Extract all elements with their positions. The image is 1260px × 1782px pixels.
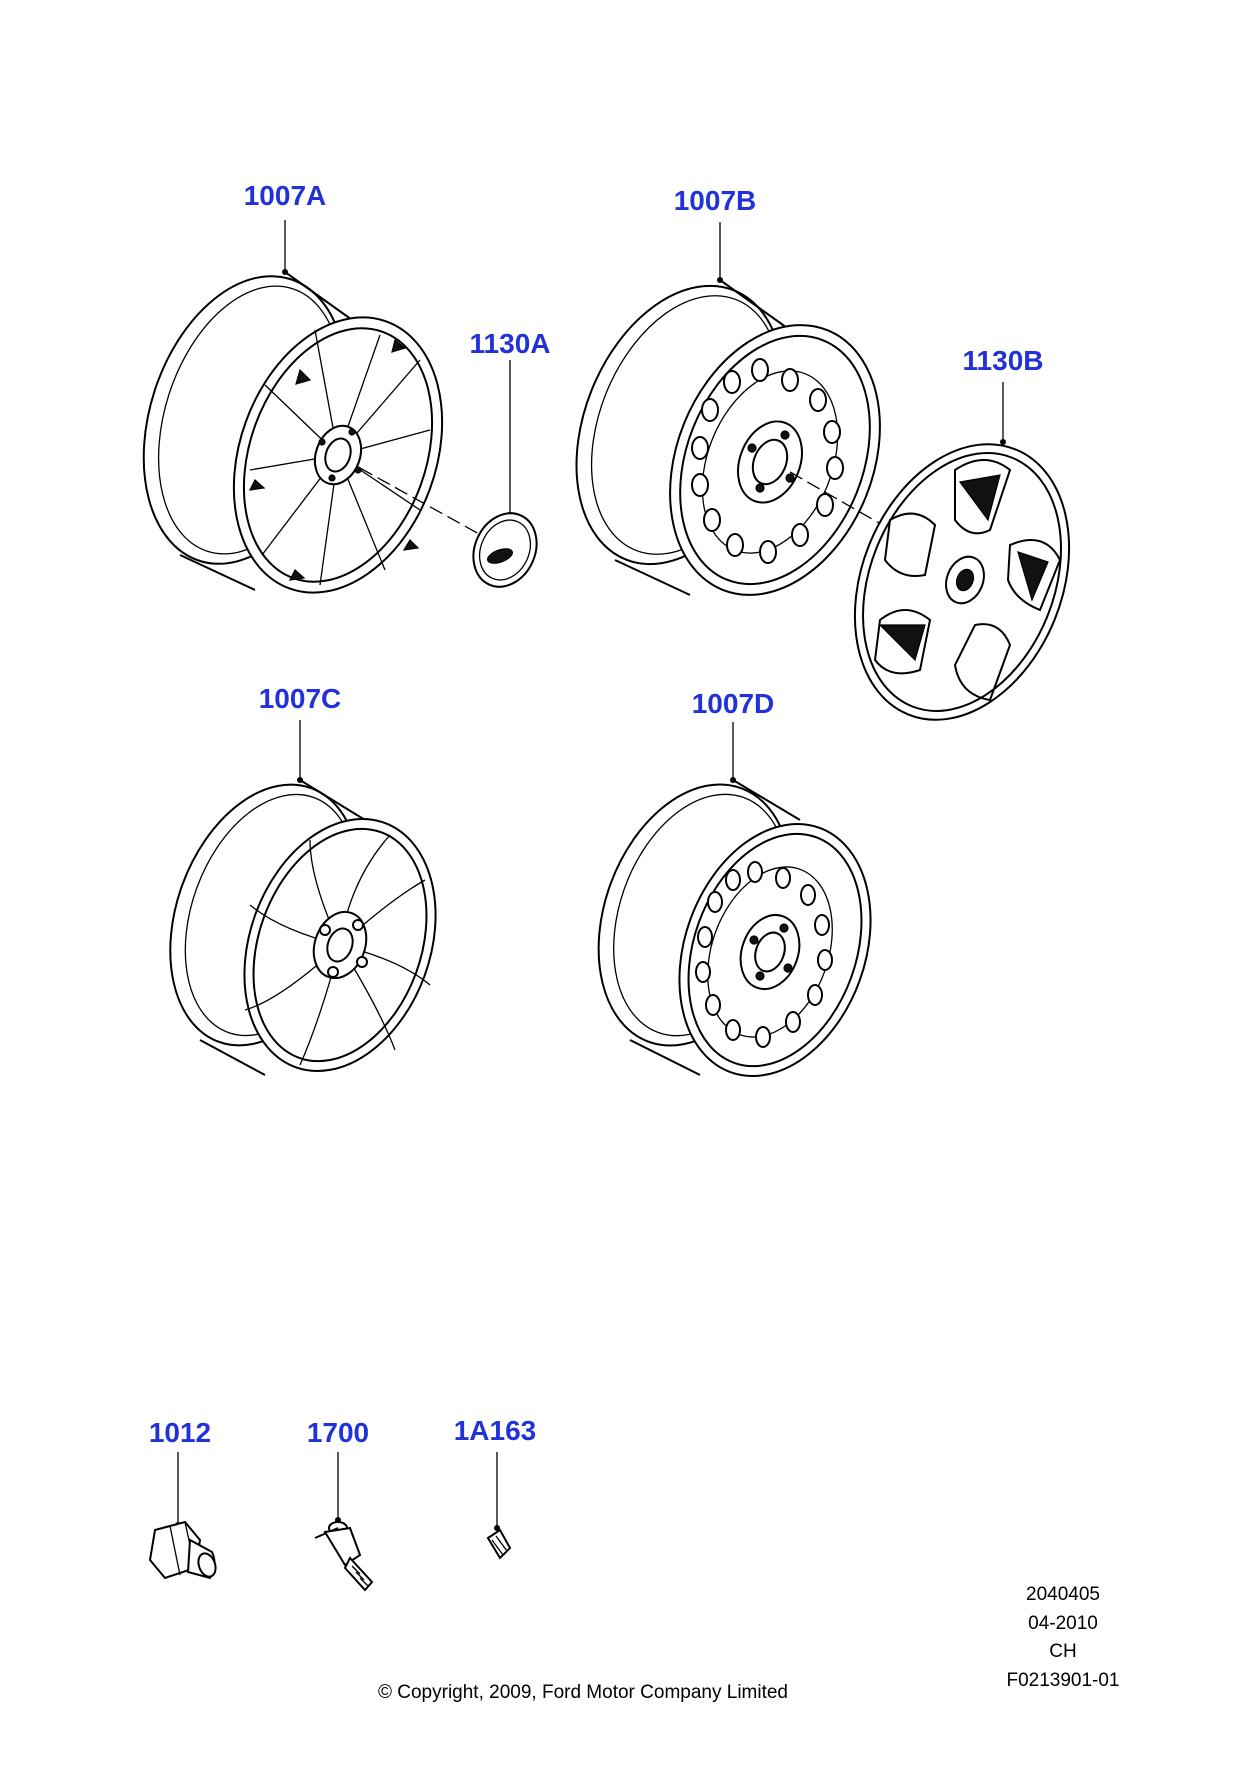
callout-1007C: 1007C <box>259 683 342 714</box>
wheel-1007D[interactable] <box>564 722 904 1103</box>
drawing-info: 2040405 04-2010 CH F0213901-01 <box>1006 1584 1119 1691</box>
wheel-1007C[interactable] <box>136 720 469 1098</box>
cover-1130B[interactable] <box>816 382 1109 752</box>
info-line-2: 04-2010 <box>1028 1613 1098 1634</box>
wheel-1007A[interactable] <box>109 220 491 622</box>
callout-1A163: 1A163 <box>454 1415 537 1446</box>
nut-1012[interactable] <box>148 1452 219 1580</box>
callout-1130A: 1130A <box>470 328 551 359</box>
copyright: © Copyright, 2009, Ford Motor Company Li… <box>378 1682 788 1703</box>
callout-1700: 1700 <box>307 1417 369 1448</box>
callout-1012: 1012 <box>149 1417 211 1448</box>
callout-1007B: 1007B <box>674 185 757 216</box>
info-line-1: 2040405 <box>1026 1584 1100 1605</box>
info-line-4: F0213901-01 <box>1006 1670 1119 1691</box>
info-line-3: CH <box>1049 1641 1076 1662</box>
callout-1007A: 1007A <box>244 180 327 211</box>
valve-1700[interactable] <box>314 1452 374 1592</box>
valve-cap-1A163[interactable] <box>486 1452 512 1560</box>
callout-1130B: 1130B <box>963 345 1044 376</box>
callout-1007D: 1007D <box>692 688 775 719</box>
cap-1130A[interactable] <box>462 360 548 597</box>
